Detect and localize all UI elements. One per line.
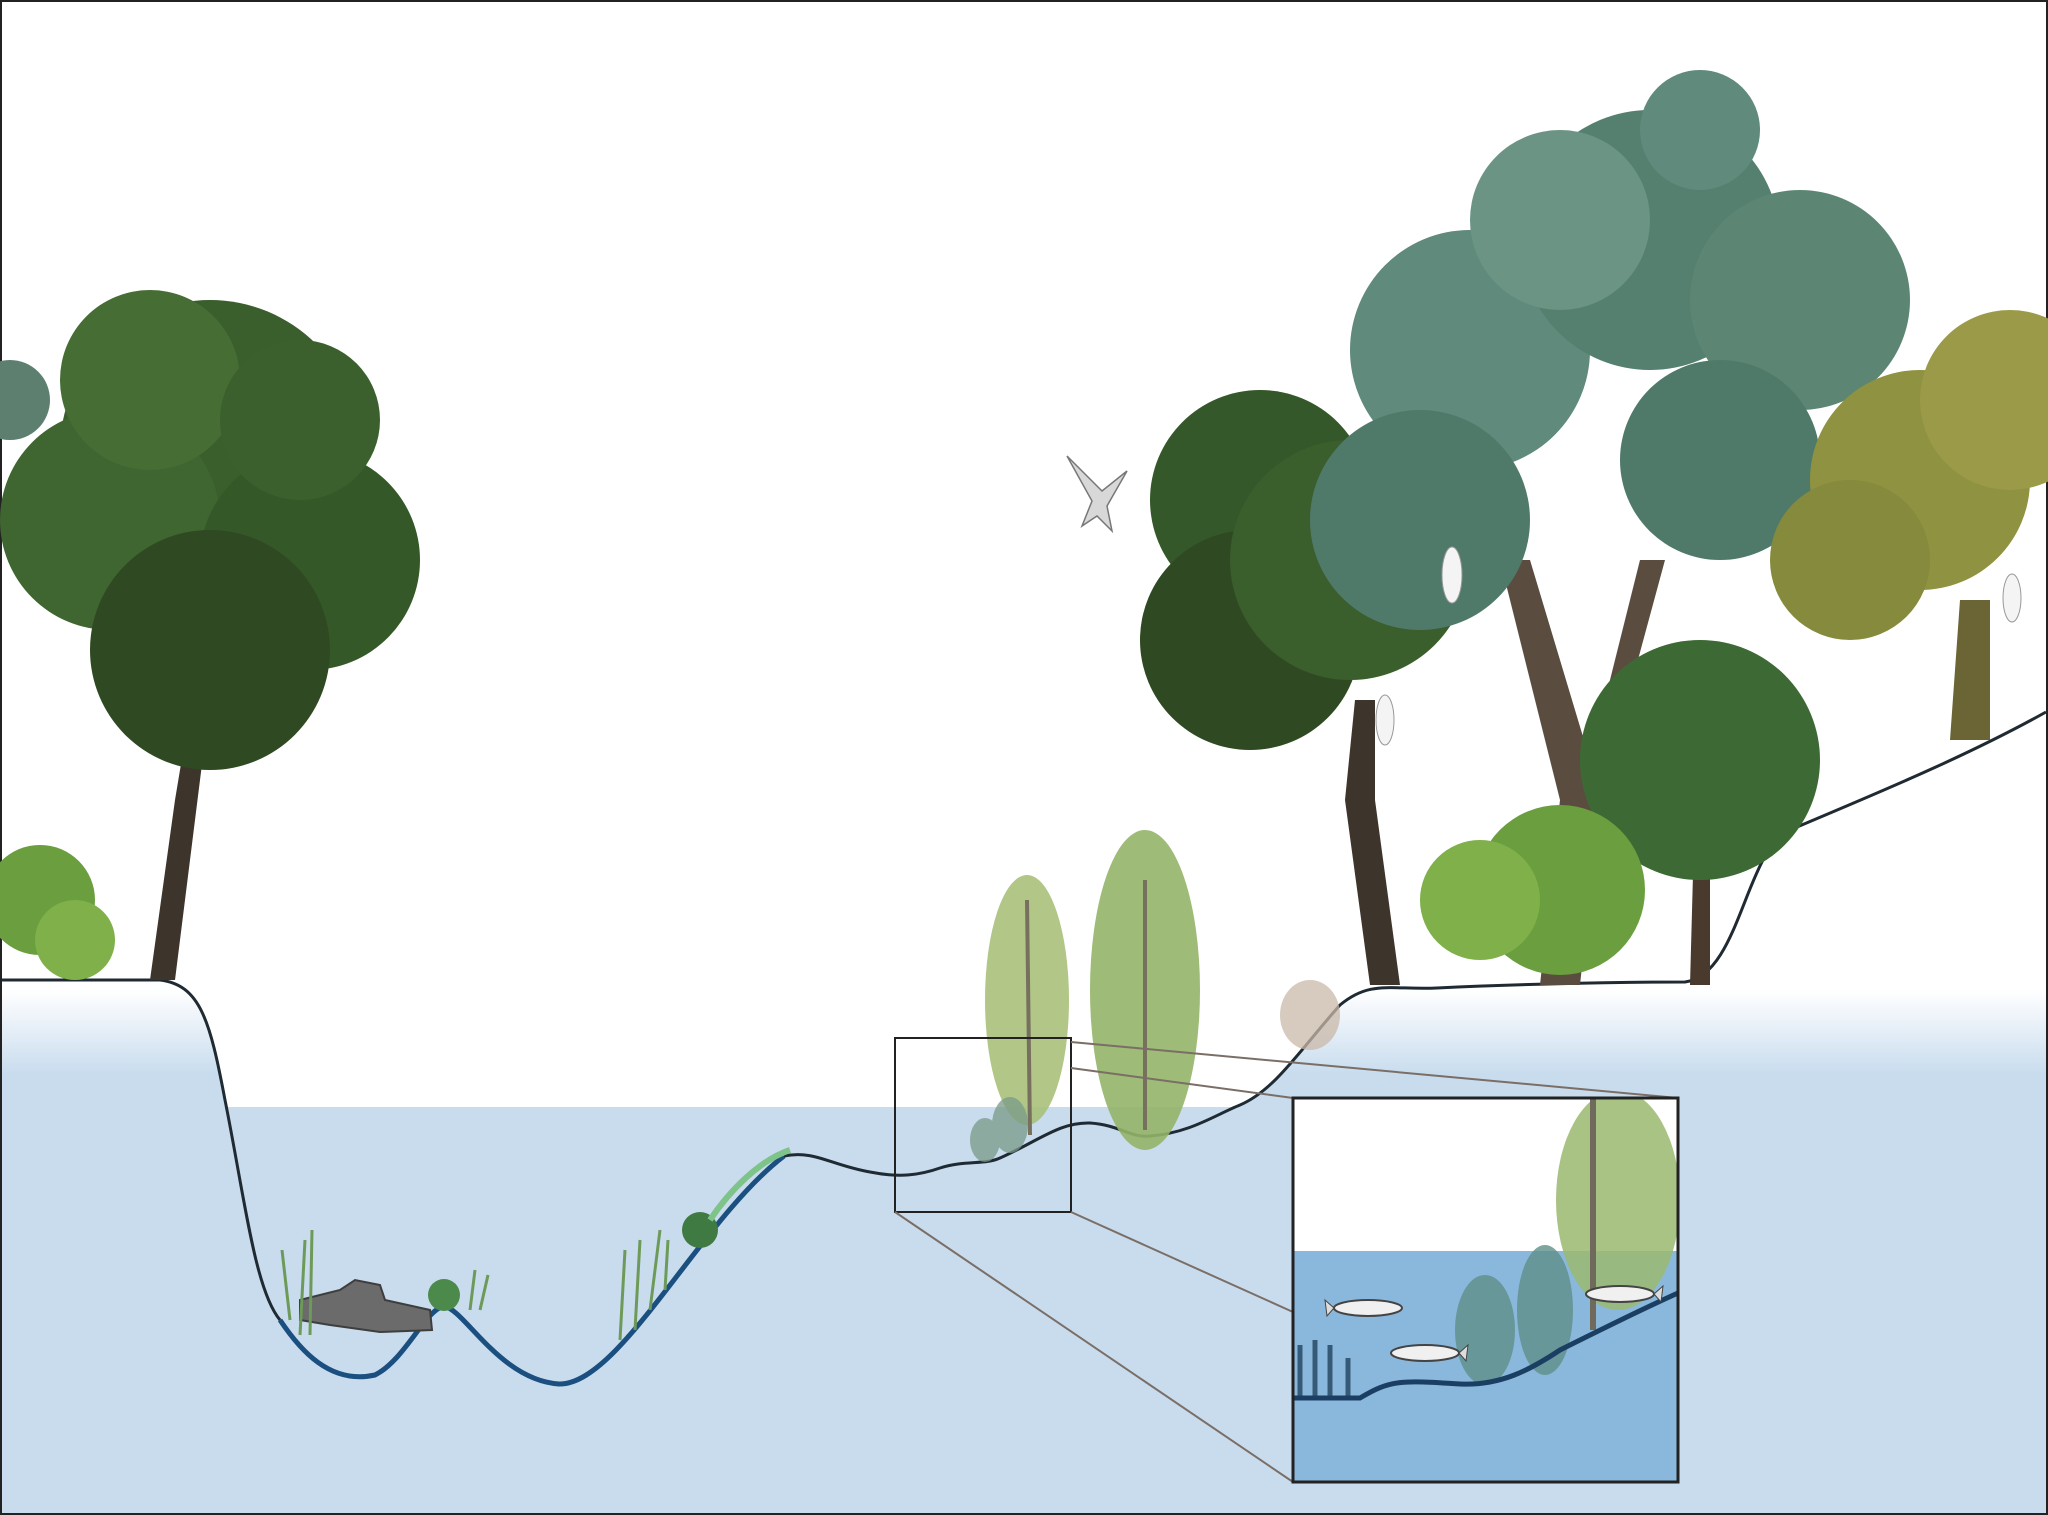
poplar-icon <box>985 830 1200 1150</box>
shrub-icon <box>428 1279 460 1311</box>
fish-icon <box>1390 1343 1469 1363</box>
shrub-icon <box>0 360 115 980</box>
zoom-region-box <box>894 1037 1072 1213</box>
detail-inset <box>1293 1098 1678 1482</box>
fish-icon <box>1324 1298 1403 1318</box>
detail-inset-frame <box>1291 1096 1680 1484</box>
shrub-icon <box>707 1147 792 1222</box>
channel-line <box>277 1154 786 1387</box>
inset-bed-line <box>1293 1290 1678 1401</box>
tree-icon <box>1420 640 1820 985</box>
hawk-icon <box>1066 455 1128 534</box>
fish-icon <box>1585 1284 1664 1304</box>
egret-icon <box>1375 546 2022 746</box>
tree-icon <box>0 290 420 980</box>
log-icon <box>299 1278 434 1334</box>
reed-icon <box>280 1229 670 1341</box>
bank-line <box>783 710 2047 1177</box>
tree-icon <box>1770 310 2048 740</box>
tree-icon <box>1310 70 1910 985</box>
leader-lines <box>894 1041 1679 1483</box>
shrub-icon <box>970 980 1340 1162</box>
terrain-line <box>2 978 282 1321</box>
shrub-icon <box>682 1212 718 1248</box>
